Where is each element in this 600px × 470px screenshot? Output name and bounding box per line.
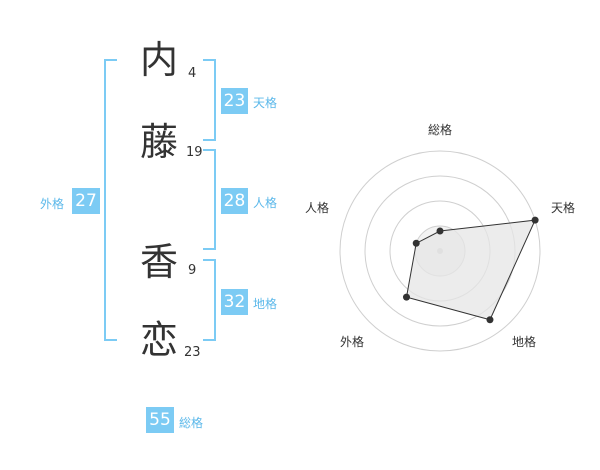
radar-point-4 xyxy=(402,293,410,301)
radar-point-2 xyxy=(531,216,539,224)
name-char-4: 恋 xyxy=(139,318,178,362)
name-char-1: 内 xyxy=(139,38,178,82)
soukaku-label: 総格 xyxy=(179,416,204,430)
chikaku-label: 地格 xyxy=(253,297,278,311)
chikaku-bracket xyxy=(203,259,216,341)
tenkaku-label: 天格 xyxy=(253,96,278,110)
radar-point-1 xyxy=(436,227,444,235)
name-char-3: 香 xyxy=(139,240,178,284)
gaikaku-bracket xyxy=(104,59,117,341)
stroke-count-1: 4 xyxy=(188,66,197,81)
tenkaku-value: 23 xyxy=(221,88,248,114)
tenkaku-bracket xyxy=(203,59,216,141)
stroke-count-4: 23 xyxy=(184,345,201,360)
jinkaku-value: 28 xyxy=(221,188,248,214)
name-char-2: 藤 xyxy=(139,120,178,164)
radar-polygon xyxy=(405,219,536,321)
radar-point-5 xyxy=(412,239,420,247)
soukaku-value: 55 xyxy=(146,407,174,433)
radar-axis-label-jinkaku: 人格 xyxy=(304,201,329,215)
radar-axis-label-soukaku: 総格 xyxy=(427,123,452,137)
gaikaku-value: 27 xyxy=(72,188,100,214)
jinkaku-bracket xyxy=(203,149,216,250)
stroke-count-3: 9 xyxy=(188,263,197,278)
jinkaku-label: 人格 xyxy=(253,196,278,210)
radar-axis-label-gaikaku: 外格 xyxy=(339,335,364,349)
gaikaku-label: 外格 xyxy=(40,197,65,211)
radar-axis-label-tenkaku: 天格 xyxy=(550,201,575,215)
radar-ring xyxy=(339,150,541,352)
radar-point-3 xyxy=(486,316,494,324)
radar-axis-label-chikaku: 地格 xyxy=(511,335,536,349)
stroke-count-2: 19 xyxy=(186,145,203,160)
chikaku-value: 32 xyxy=(221,289,248,315)
